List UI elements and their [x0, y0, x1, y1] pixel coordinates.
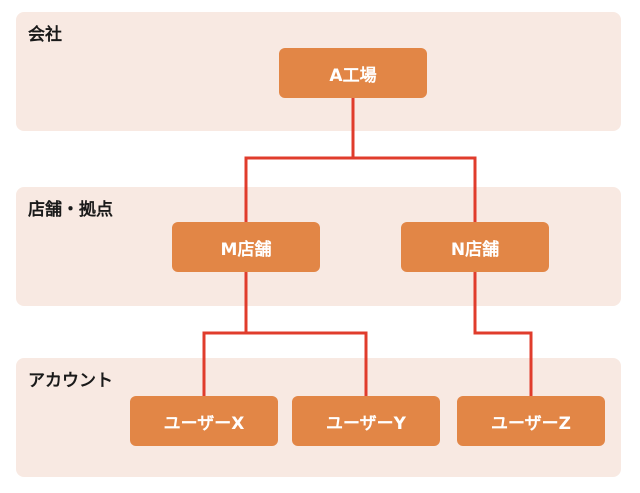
account-level-label: アカウント: [28, 371, 113, 391]
user-y-node: ユーザーY: [292, 396, 440, 446]
store-n-node: N店舗: [401, 222, 549, 272]
store-level-label: 店舗・拠点: [28, 200, 113, 220]
user-x-node: ユーザーX: [130, 396, 278, 446]
user-z-node: ユーザーZ: [457, 396, 605, 446]
factory-node: A工場: [279, 48, 427, 98]
company-level-label: 会社: [28, 25, 62, 45]
store-m-node: M店舗: [172, 222, 320, 272]
